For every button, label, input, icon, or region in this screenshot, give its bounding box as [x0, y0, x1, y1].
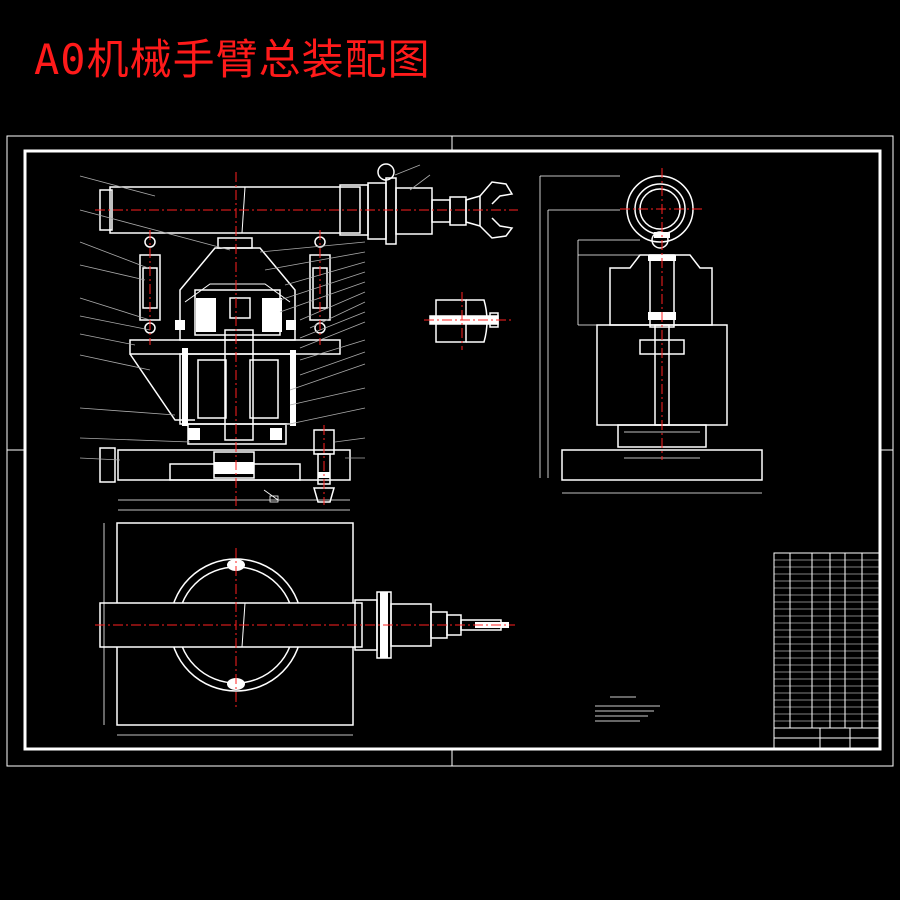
- parts-list-rows: [774, 559, 880, 722]
- side-view: [539, 175, 763, 494]
- base-flange: [129, 339, 341, 355]
- technical-notes: [595, 696, 660, 722]
- front-view-fills: [175, 298, 330, 478]
- detail-center-lines: [424, 292, 512, 350]
- parts-list: [773, 552, 881, 750]
- sheet-frame: [6, 135, 894, 767]
- leader-lines-front: [79, 164, 431, 461]
- center-lines-top: [95, 548, 515, 710]
- top-view: [99, 522, 502, 736]
- gripper-jaw-lower: [479, 217, 514, 239]
- gripper-jaw-upper: [479, 181, 514, 205]
- front-view: [99, 163, 514, 511]
- detail-view: [429, 299, 499, 343]
- drawing-title: A0机械手臂总装配图: [34, 35, 431, 84]
- side-base: [561, 449, 763, 481]
- center-lines-front: [95, 172, 518, 510]
- center-lines-side: [620, 168, 702, 460]
